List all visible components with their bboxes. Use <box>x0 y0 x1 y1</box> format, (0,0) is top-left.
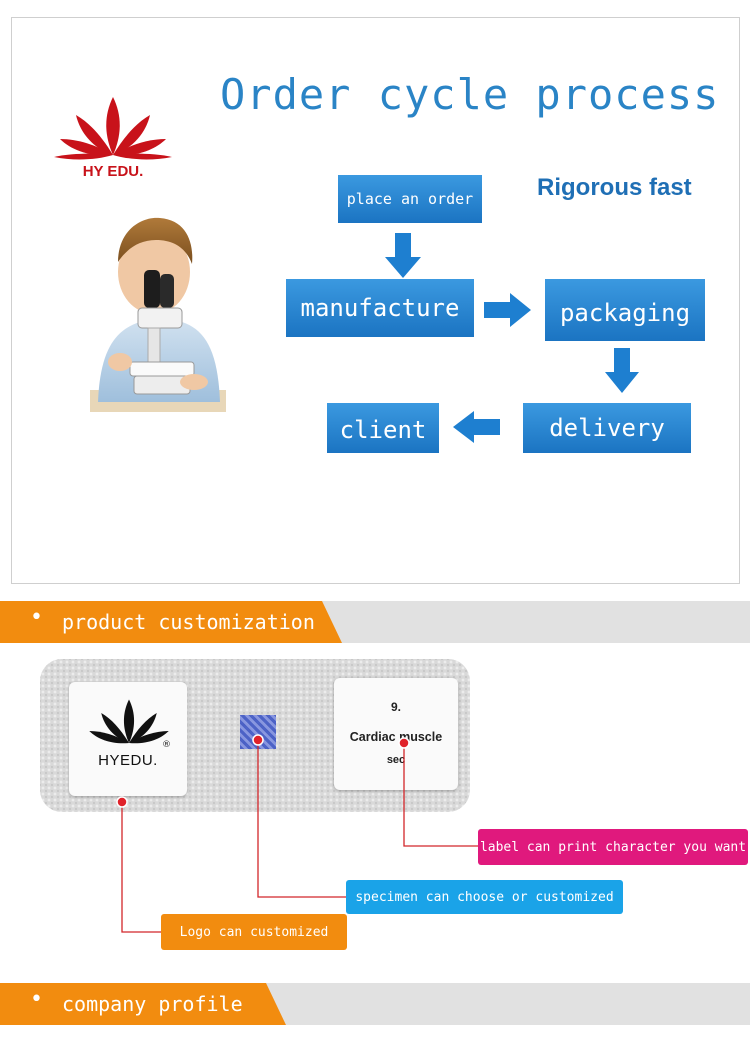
boy-with-microscope-photo <box>90 217 226 412</box>
brand-name: HY EDU. <box>82 163 144 180</box>
step-packaging: packaging <box>545 279 705 341</box>
section-title-customization: product customization <box>62 610 315 634</box>
callout-label-print: label can print character you want <box>478 829 748 865</box>
marker-dot-label <box>398 737 410 749</box>
order-cycle-title: Order cycle process <box>220 70 720 119</box>
registered-mark: ® <box>162 740 171 750</box>
lotus-logo-icon <box>89 699 169 744</box>
arrow-down-icon <box>605 348 639 393</box>
section-title-company: company profile <box>62 992 243 1016</box>
arrow-right-icon <box>484 293 531 327</box>
marker-dot-logo <box>116 796 128 808</box>
bullet-icon: • <box>30 987 43 1012</box>
label-title: Cardiac muscle <box>349 730 443 744</box>
step-client: client <box>327 403 439 453</box>
label-subtitle: sec <box>386 754 406 766</box>
arrow-down-icon <box>385 233 421 278</box>
arrow-left-icon <box>453 411 500 443</box>
slide-logo-card: ® HYEDU. <box>69 682 187 796</box>
step-place-order: place an order <box>338 175 482 223</box>
bullet-icon: • <box>30 605 43 630</box>
slide-logo-text: HYEDU. <box>98 752 158 769</box>
rigorous-fast-tagline: Rigorous fast <box>537 174 692 201</box>
marker-dot-specimen <box>252 734 264 746</box>
section-header-tab <box>0 601 342 643</box>
lotus-logo-icon <box>54 97 172 160</box>
section-header-tab <box>0 983 286 1025</box>
step-manufacture: manufacture <box>286 279 474 337</box>
callout-logo: Logo can customized <box>161 914 347 950</box>
slide-label-card: 9. Cardiac muscle sec <box>334 678 458 790</box>
label-number: 9. <box>390 700 401 714</box>
callout-specimen: specimen can choose or customized <box>346 880 623 914</box>
step-delivery: delivery <box>523 403 691 453</box>
